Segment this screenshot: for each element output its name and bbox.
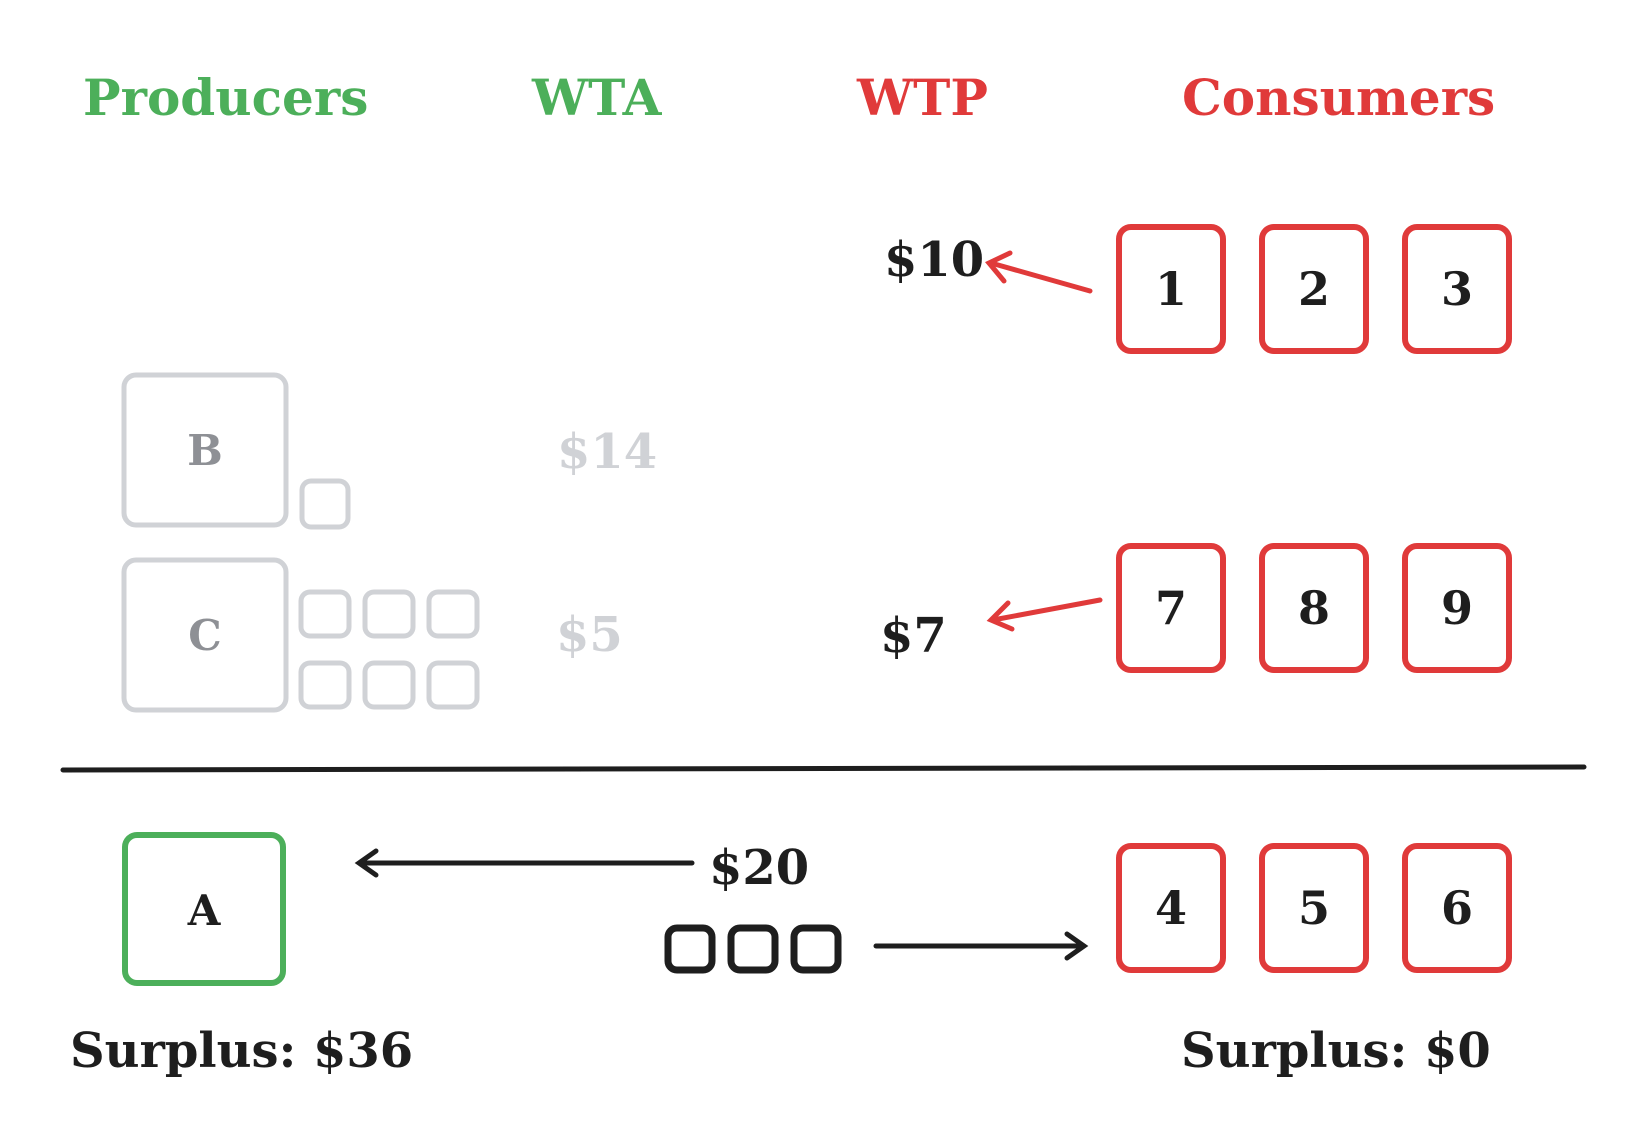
unit-icon [298, 589, 352, 639]
producer-b: B [121, 372, 351, 530]
transaction-price: $20 [709, 840, 809, 896]
producer-c: C [121, 557, 480, 713]
header-wtp: WTP [856, 68, 988, 127]
consumer-label: 3 [1441, 262, 1473, 316]
header-consumers: Consumers [1182, 68, 1495, 127]
consumer-box: 3 [1402, 224, 1512, 354]
unit-icon [362, 660, 416, 710]
consumer-box: 9 [1402, 543, 1512, 673]
consumer-label: 6 [1441, 881, 1473, 935]
producer-label: B [187, 426, 223, 475]
consumer-surplus: Surplus: $0 [1181, 1023, 1491, 1079]
consumer-box: 2 [1259, 224, 1369, 354]
unit-icon [790, 924, 842, 974]
consumer-label: 7 [1155, 581, 1187, 635]
producer-a: A [122, 832, 286, 986]
consumer-label: 2 [1298, 262, 1330, 316]
consumer-box: 5 [1259, 843, 1369, 973]
producer-surplus: Surplus: $36 [70, 1023, 413, 1079]
divider-line [60, 764, 1587, 773]
consumer-box: 4 [1116, 843, 1226, 973]
consumer-group-top: 1 2 3 [1116, 224, 1512, 354]
unit-icon [299, 478, 351, 530]
wtp-top-value: $10 [884, 232, 984, 288]
goods-units [664, 924, 842, 974]
wta-b-value: $14 [557, 424, 657, 480]
header-wta: WTA [531, 68, 663, 127]
header-producers: Producers [83, 68, 368, 127]
goods-arrow [873, 931, 1089, 961]
unit-icon [298, 660, 352, 710]
wtp-middle-value: $7 [880, 608, 947, 664]
consumer-box: 1 [1116, 224, 1226, 354]
consumer-label: 9 [1441, 581, 1473, 635]
consumer-label: 5 [1298, 881, 1330, 935]
consumer-label: 8 [1298, 581, 1330, 635]
consumer-box: 7 [1116, 543, 1226, 673]
consumer-group-middle: 7 8 9 [1116, 543, 1512, 673]
consumer-label: 4 [1155, 881, 1187, 935]
unit-icon [664, 924, 716, 974]
wtp-middle-arrow [986, 597, 1103, 632]
consumer-label: 1 [1155, 262, 1187, 316]
unit-icon [426, 660, 480, 710]
consumer-box: 6 [1402, 843, 1512, 973]
consumer-group-bottom: 4 5 6 [1116, 843, 1512, 973]
unit-icon [426, 589, 480, 639]
payment-arrow [354, 848, 695, 878]
producer-label: C [188, 611, 221, 660]
unit-icon [362, 589, 416, 639]
wta-c-value: $5 [556, 607, 623, 663]
producer-label: A [187, 886, 222, 935]
consumer-box: 8 [1259, 543, 1369, 673]
unit-icon [727, 924, 779, 974]
wtp-top-arrow [985, 250, 1093, 294]
